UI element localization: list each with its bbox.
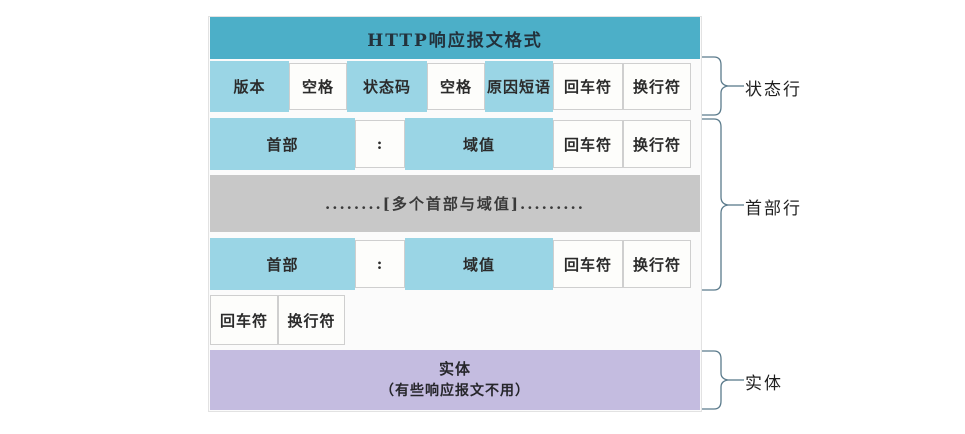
status-line-cell-space-1: 空格 (289, 63, 347, 110)
header-line-2-cell-field-value: 域值 (405, 238, 553, 290)
header-line-1-cell-colon: : (355, 120, 405, 168)
status-line-cell-cr: 回车符 (553, 63, 623, 110)
blank-line-cell-cr: 回车符 (210, 295, 278, 345)
status-line-cell-status-code: 状态码 (347, 61, 427, 112)
diagram-title: HTTP响应报文格式 (210, 17, 700, 59)
header-line-2-cell-colon: : (355, 240, 405, 288)
header-line-1-cell-lf: 换行符 (623, 120, 691, 168)
status-line-cell-space-2: 空格 (427, 63, 485, 110)
brace-entity (702, 350, 744, 410)
header-line-2-cell-cr: 回车符 (553, 240, 623, 288)
header-line-1-cell-cr: 回车符 (553, 120, 623, 168)
side-label-header-lines: 首部行 (745, 199, 802, 219)
entity-row: 实体 （有些响应报文不用） (210, 350, 700, 410)
entity-row-sublabel: （有些响应报文不用） (380, 382, 530, 399)
blank-line-cell-lf: 换行符 (278, 295, 345, 345)
header-line-1-cell-header-name: 首部 (210, 118, 355, 170)
status-line-cell-lf: 换行符 (623, 63, 691, 110)
entity-row-label: 实体 (438, 359, 471, 378)
brace-status-line (702, 56, 744, 116)
side-label-entity: 实体 (745, 374, 783, 394)
status-line-cell-reason-phrase: 原因短语 (485, 61, 553, 112)
ellipsis-row: ........[多个首部与域值]......... (210, 175, 700, 232)
header-line-1-cell-field-value: 域值 (405, 118, 553, 170)
side-label-status-line: 状态行 (745, 80, 802, 100)
header-line-2-cell-lf: 换行符 (623, 240, 691, 288)
brace-header-lines (702, 118, 744, 291)
status-line-cell-version: 版本 (210, 61, 289, 112)
header-line-2-cell-header-name: 首部 (210, 238, 355, 290)
